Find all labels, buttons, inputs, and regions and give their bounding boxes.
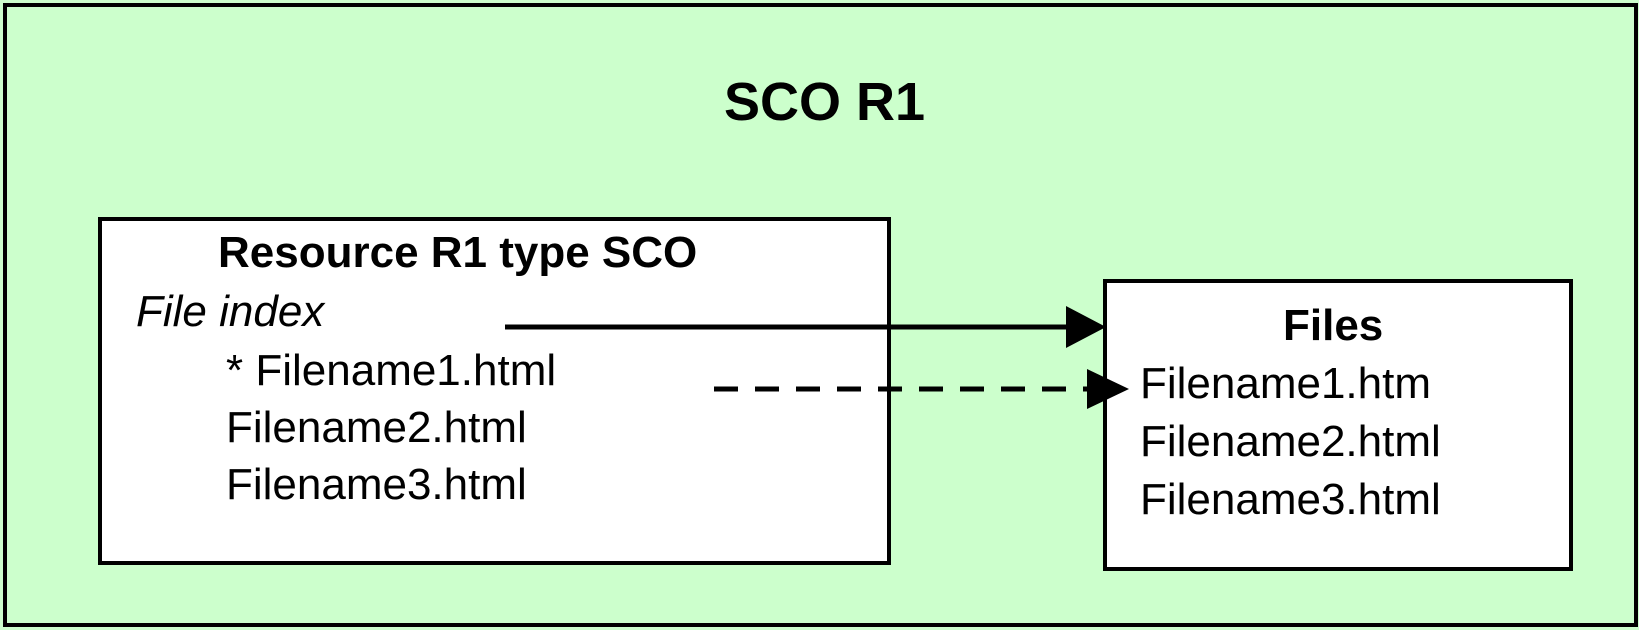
resource-file-item: * Filename1.html bbox=[226, 346, 557, 395]
sco-container: SCO R1 bbox=[3, 3, 1638, 627]
files-box: Files Filename1.htm Filename2.html Filen… bbox=[1103, 279, 1573, 571]
files-file-item: Filename2.html bbox=[1140, 417, 1441, 466]
files-title: Files bbox=[1283, 301, 1384, 350]
resource-box: Resource R1 type SCO File index * Filena… bbox=[98, 217, 891, 565]
files-file-item: Filename1.htm bbox=[1140, 359, 1432, 408]
file-index-label: File index bbox=[136, 287, 325, 336]
resource-file-item: Filename2.html bbox=[226, 403, 527, 452]
resource-file-item: Filename3.html bbox=[226, 460, 527, 509]
resource-title: Resource R1 type SCO bbox=[218, 228, 698, 277]
sco-title: SCO R1 bbox=[723, 72, 926, 132]
files-file-item: Filename3.html bbox=[1140, 475, 1441, 524]
